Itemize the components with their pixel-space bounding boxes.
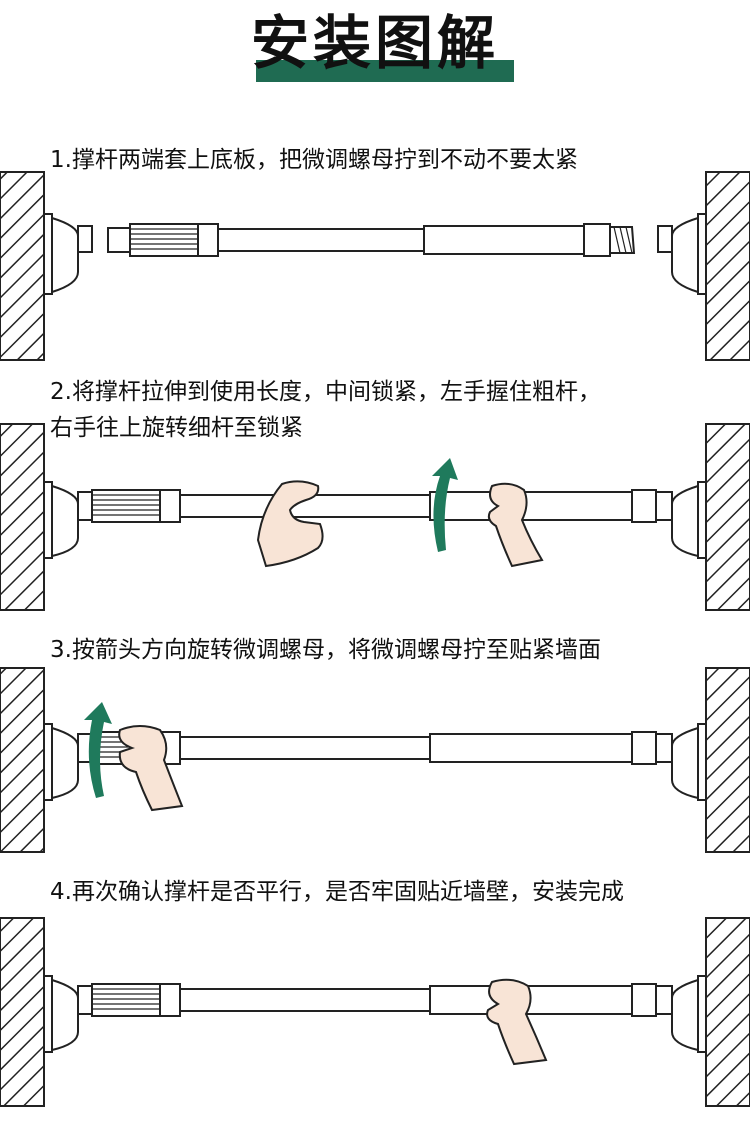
step-1-illustration	[0, 171, 750, 361]
rotate-arrow-icon	[84, 702, 112, 798]
right-hand	[487, 482, 544, 568]
rotate-arrow-icon	[432, 458, 458, 552]
right-base-plate	[655, 975, 707, 1053]
hand-on-nut	[118, 725, 184, 812]
step-2-illustration	[0, 423, 750, 611]
hand-on-rod	[486, 978, 548, 1066]
left-base-plate	[43, 723, 93, 801]
right-wall	[705, 171, 750, 361]
right-wall	[705, 667, 750, 853]
step-3-line-1: 3.按箭头方向旋转微调螺母，将微调螺母拧至贴紧墙面	[50, 637, 601, 663]
step-2-line-1: 2.将撑杆拉伸到使用长度，中间锁紧，左手握住粗杆，	[50, 379, 601, 405]
left-base-plate	[43, 481, 93, 559]
step-3-caption: 3.按箭头方向旋转微调螺母，将微调螺母拧至贴紧墙面	[50, 632, 601, 668]
right-base-plate	[655, 723, 707, 801]
tension-rod	[91, 731, 657, 765]
left-wall	[0, 171, 45, 361]
right-base-plate	[655, 481, 707, 559]
left-base-plate	[43, 213, 93, 295]
step-4-illustration	[0, 917, 750, 1107]
left-wall	[0, 917, 45, 1107]
tension-rod	[91, 983, 657, 1017]
header: 安装图解	[0, 0, 750, 90]
step-3-illustration	[0, 667, 750, 853]
title-accent-bar	[256, 60, 514, 82]
step-4-caption: 4.再次确认撑杆是否平行，是否牢固贴近墙壁，安装完成	[50, 874, 624, 910]
left-base-plate	[43, 975, 93, 1053]
step-4-line-1: 4.再次确认撑杆是否平行，是否牢固贴近墙壁，安装完成	[50, 879, 624, 905]
page-title: 安装图解	[250, 9, 499, 77]
right-wall	[705, 917, 750, 1107]
tension-rod	[107, 223, 636, 257]
right-base-plate	[657, 213, 707, 295]
right-wall	[705, 423, 750, 611]
tension-rod	[91, 489, 657, 523]
step-2-line-2: 右手往上旋转细杆至锁紧	[50, 415, 303, 441]
step-1-line-1: 1.撑杆两端套上底板，把微调螺母拧到不动不要太紧	[50, 147, 578, 173]
left-wall	[0, 667, 45, 853]
left-wall	[0, 423, 45, 611]
step-2-caption: 2.将撑杆拉伸到使用长度，中间锁紧，左手握住粗杆， 右手往上旋转细杆至锁紧	[50, 374, 601, 446]
left-hand	[256, 480, 324, 568]
step-1-caption: 1.撑杆两端套上底板，把微调螺母拧到不动不要太紧	[50, 142, 578, 178]
